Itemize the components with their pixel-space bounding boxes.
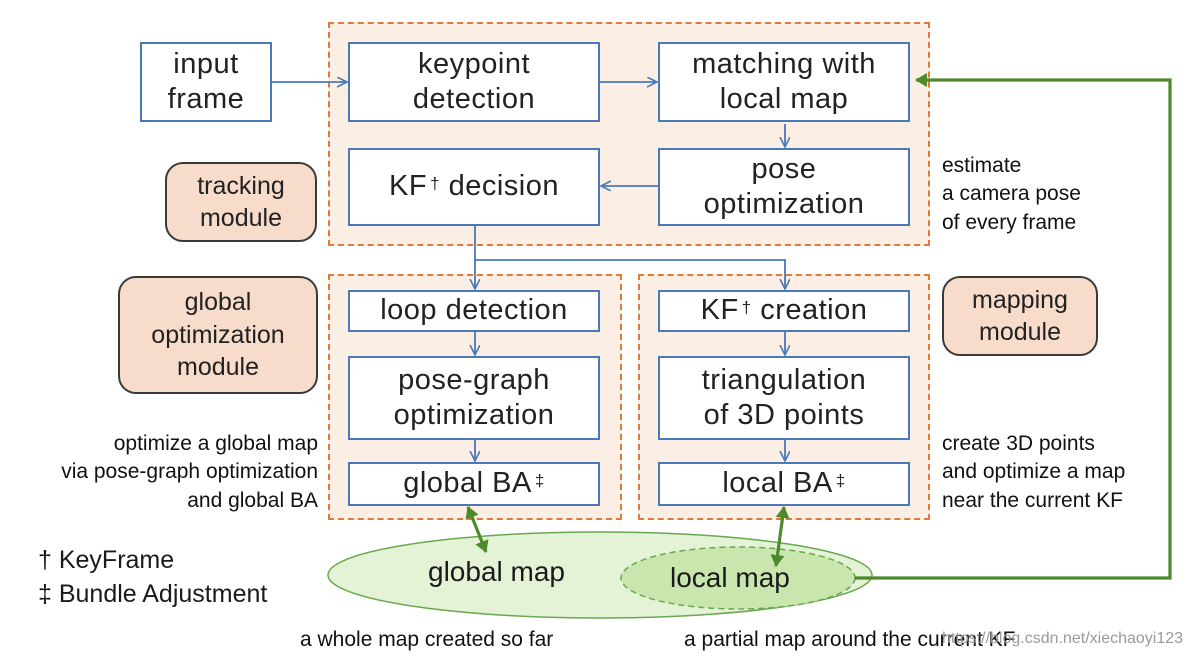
kf-decision-box: KF† decision xyxy=(348,148,600,226)
global-optimization-note: optimize a global map via pose-graph opt… xyxy=(61,432,318,512)
legend-keyframe: † KeyFrame xyxy=(38,546,175,574)
double-dagger-symbol: ‡ xyxy=(835,470,846,490)
triangulation-box: triangulation of 3D points xyxy=(658,356,910,440)
double-dagger-symbol: ‡ xyxy=(534,470,545,490)
global-map-caption: a whole map created so far xyxy=(300,628,554,651)
global-ba-box: global BA‡ xyxy=(348,462,600,506)
globalba-map-double-arrow xyxy=(465,506,489,553)
kf-decision-label: decision xyxy=(440,170,559,203)
matching-local-map-box: matching with local map xyxy=(658,42,910,122)
global-optimization-module-label: global optimization module xyxy=(118,276,318,394)
localba-map-double-arrow xyxy=(770,506,790,567)
kf-creation-kf: KF xyxy=(700,294,739,327)
input-frame-box: input frame xyxy=(140,42,272,122)
watermark: https://blog.csdn.net/xiechaoyi123 xyxy=(942,630,1184,647)
local-ba-label: local BA xyxy=(722,467,833,500)
loop-detection-box: loop detection xyxy=(348,290,600,332)
dagger-symbol: † xyxy=(430,173,441,193)
pose-optimization-box: pose optimization xyxy=(658,148,910,226)
kf-creation-label: creation xyxy=(751,294,868,327)
pose-graph-optimization-box: pose-graph optimization xyxy=(348,356,600,440)
tracking-module-label: tracking module xyxy=(165,162,317,242)
kf-decision-kf: KF xyxy=(389,170,428,203)
global-map-label: global map xyxy=(428,556,565,587)
local-map-feedback-arrow xyxy=(855,73,1172,580)
legend-bundle-adjustment: ‡ Bundle Adjustment xyxy=(38,580,268,608)
mapping-module-label: mapping module xyxy=(942,276,1098,356)
keypoint-detection-box: keypoint detection xyxy=(348,42,600,122)
dagger-symbol: † xyxy=(741,297,752,317)
global-ba-label: global BA xyxy=(403,467,532,500)
mapping-note: create 3D points and optimize a map near… xyxy=(942,432,1126,512)
local-ba-box: local BA‡ xyxy=(658,462,910,506)
local-map-caption: a partial map around the current KF xyxy=(684,628,1016,651)
local-map-label: local map xyxy=(670,562,790,593)
kf-creation-box: KF† creation xyxy=(658,290,910,332)
tracking-note: estimate a camera pose of every frame xyxy=(942,154,1081,234)
arrow-kf-decision-split xyxy=(474,226,785,288)
